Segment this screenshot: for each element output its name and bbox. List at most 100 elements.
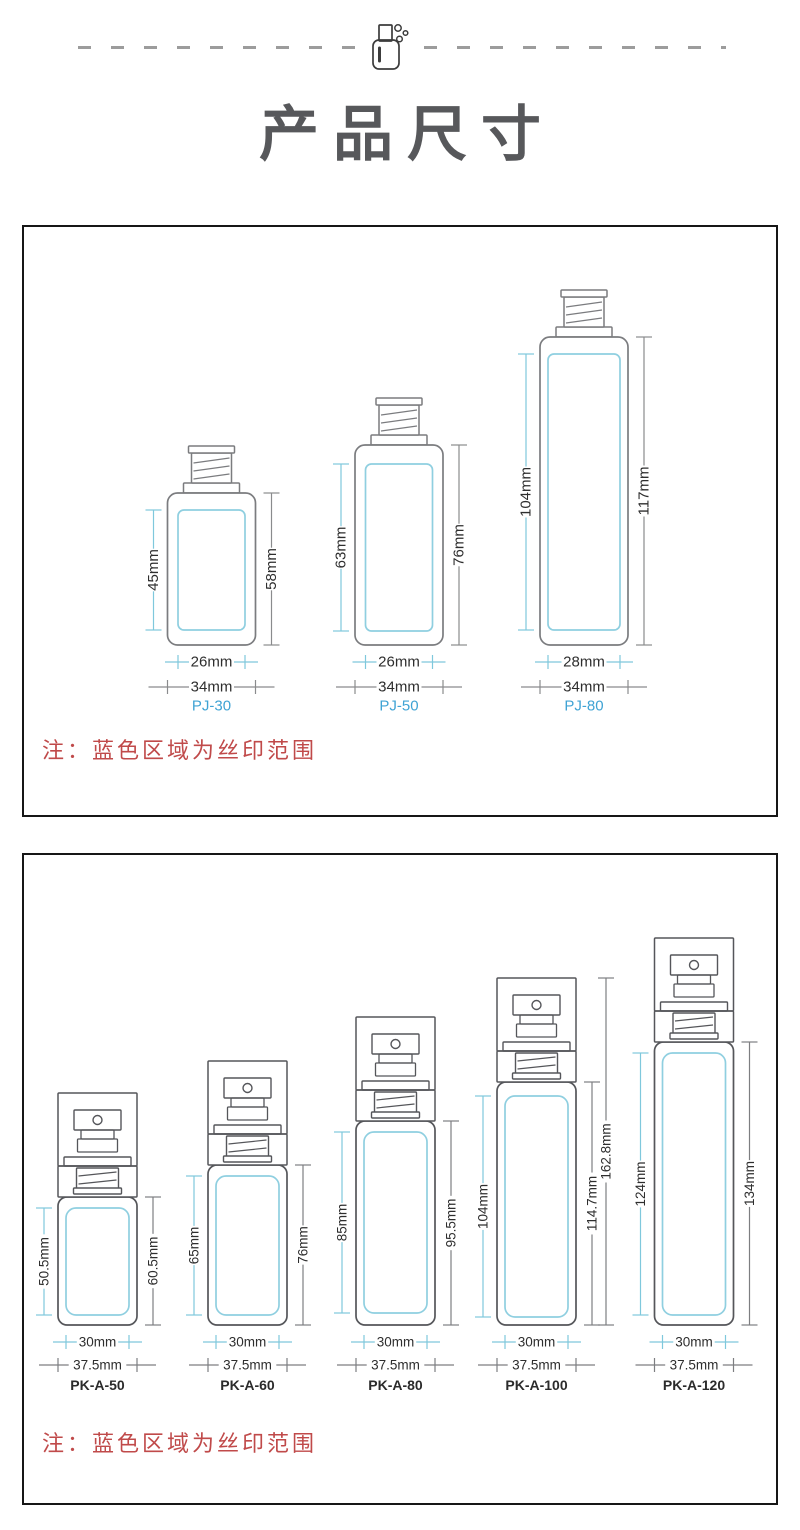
dim-line	[376, 1103, 415, 1109]
neck-threads	[75, 1167, 120, 1190]
dim-line	[674, 1024, 714, 1030]
model-label: PK-A-60	[220, 1377, 275, 1393]
print-height-label: 104mm	[476, 1184, 491, 1229]
dim-line	[380, 425, 418, 432]
body-width-label: 34mm	[191, 679, 233, 696]
icon-bubble-2	[402, 29, 409, 37]
print-width-label: 30mm	[229, 1335, 267, 1350]
icon-bubble-1	[394, 24, 402, 32]
body-height-label: 117mm	[636, 467, 653, 516]
total-height-label: 162.8mm	[599, 1123, 614, 1179]
body-width-label: 37.5mm	[73, 1358, 122, 1373]
body-width-label: 37.5mm	[512, 1358, 561, 1373]
neck-collar	[555, 326, 613, 338]
spray-stem	[80, 1129, 115, 1140]
print-height-label: 63mm	[333, 527, 350, 569]
spray-stem	[676, 974, 712, 985]
body-width-label: 37.5mm	[670, 1358, 719, 1373]
spray-base-plate	[213, 1124, 282, 1135]
silkprint-area	[364, 463, 434, 632]
icon-bottle-body	[372, 39, 400, 70]
silkprint-area	[504, 1095, 569, 1318]
spray-nozzle-head	[669, 954, 719, 976]
body-height-label: 114.7mm	[585, 1176, 600, 1231]
body-height-label: 76mm	[451, 524, 468, 566]
neck-threads	[672, 1012, 716, 1035]
dim-line	[228, 1139, 267, 1145]
bottle-body	[539, 336, 629, 646]
spray-orifice	[531, 999, 542, 1011]
spray-base-plate	[659, 1001, 729, 1012]
print-width-label: 28mm	[563, 654, 605, 671]
print-width-label: 30mm	[377, 1335, 415, 1350]
neck-rim	[375, 397, 423, 406]
neck-lip	[72, 1187, 123, 1195]
bottle-body	[207, 1164, 288, 1326]
spray-flare	[76, 1138, 119, 1153]
spray-base-plate	[361, 1080, 430, 1091]
dim-line	[674, 1016, 714, 1022]
bottle-body	[57, 1196, 138, 1326]
print-height-label: 50.5mm	[37, 1237, 52, 1286]
spray-orifice	[242, 1082, 253, 1094]
silkprint-area	[547, 353, 621, 631]
spray-nozzle-head	[223, 1077, 272, 1099]
neck-collar	[182, 482, 241, 494]
icon-bottle-cap	[378, 24, 393, 42]
print-width-label: 26mm	[191, 654, 233, 671]
neck-lip	[222, 1155, 273, 1163]
model-label: PJ-30	[192, 698, 231, 715]
silkprint-note: 注：蓝色区域为丝印范围	[42, 738, 318, 763]
model-label: PK-A-80	[368, 1377, 423, 1393]
dim-line	[380, 409, 418, 416]
print-height-label: 104mm	[518, 467, 535, 517]
dim-line	[517, 1056, 556, 1062]
dashed-divider-left	[78, 46, 359, 49]
dim-line	[376, 1095, 415, 1101]
icon-bubble-3	[395, 35, 404, 43]
body-width-label: 34mm	[563, 679, 605, 696]
body-width-label: 37.5mm	[371, 1358, 420, 1373]
dim-line	[565, 317, 603, 324]
spray-nozzle-head	[73, 1109, 122, 1131]
spray-base-plate	[63, 1156, 132, 1167]
page-title: 产品尺寸	[259, 101, 555, 168]
print-height-label: 65mm	[187, 1227, 202, 1265]
model-label: PJ-80	[564, 698, 603, 715]
silkprint-note: 注：蓝色区域为丝印范围	[42, 1431, 318, 1456]
bottle-body	[166, 492, 257, 646]
model-label: PJ-50	[379, 698, 418, 715]
neck-threads	[514, 1052, 559, 1075]
spray-flare	[226, 1106, 269, 1121]
silkprint-area	[177, 509, 246, 631]
body-height-label: 95.5mm	[444, 1199, 459, 1248]
neck-rim	[187, 445, 236, 454]
model-label: PK-A-120	[663, 1377, 725, 1393]
model-label: PK-A-100	[505, 1377, 567, 1393]
print-width-label: 26mm	[378, 654, 420, 671]
bottle-body	[653, 1041, 735, 1326]
neck-threads	[373, 1091, 418, 1114]
dim-line	[380, 417, 418, 424]
dim-line	[517, 1064, 556, 1070]
silkprint-area	[215, 1175, 280, 1316]
dim-line	[193, 457, 230, 464]
print-height-label: 45mm	[145, 549, 162, 591]
neck-lip	[669, 1032, 719, 1040]
neck-threads	[225, 1135, 270, 1158]
silkprint-area	[65, 1207, 130, 1316]
spray-stem	[230, 1097, 265, 1108]
body-width-label: 34mm	[378, 679, 420, 696]
dashed-divider-right	[424, 46, 726, 49]
dim-line	[228, 1147, 267, 1153]
